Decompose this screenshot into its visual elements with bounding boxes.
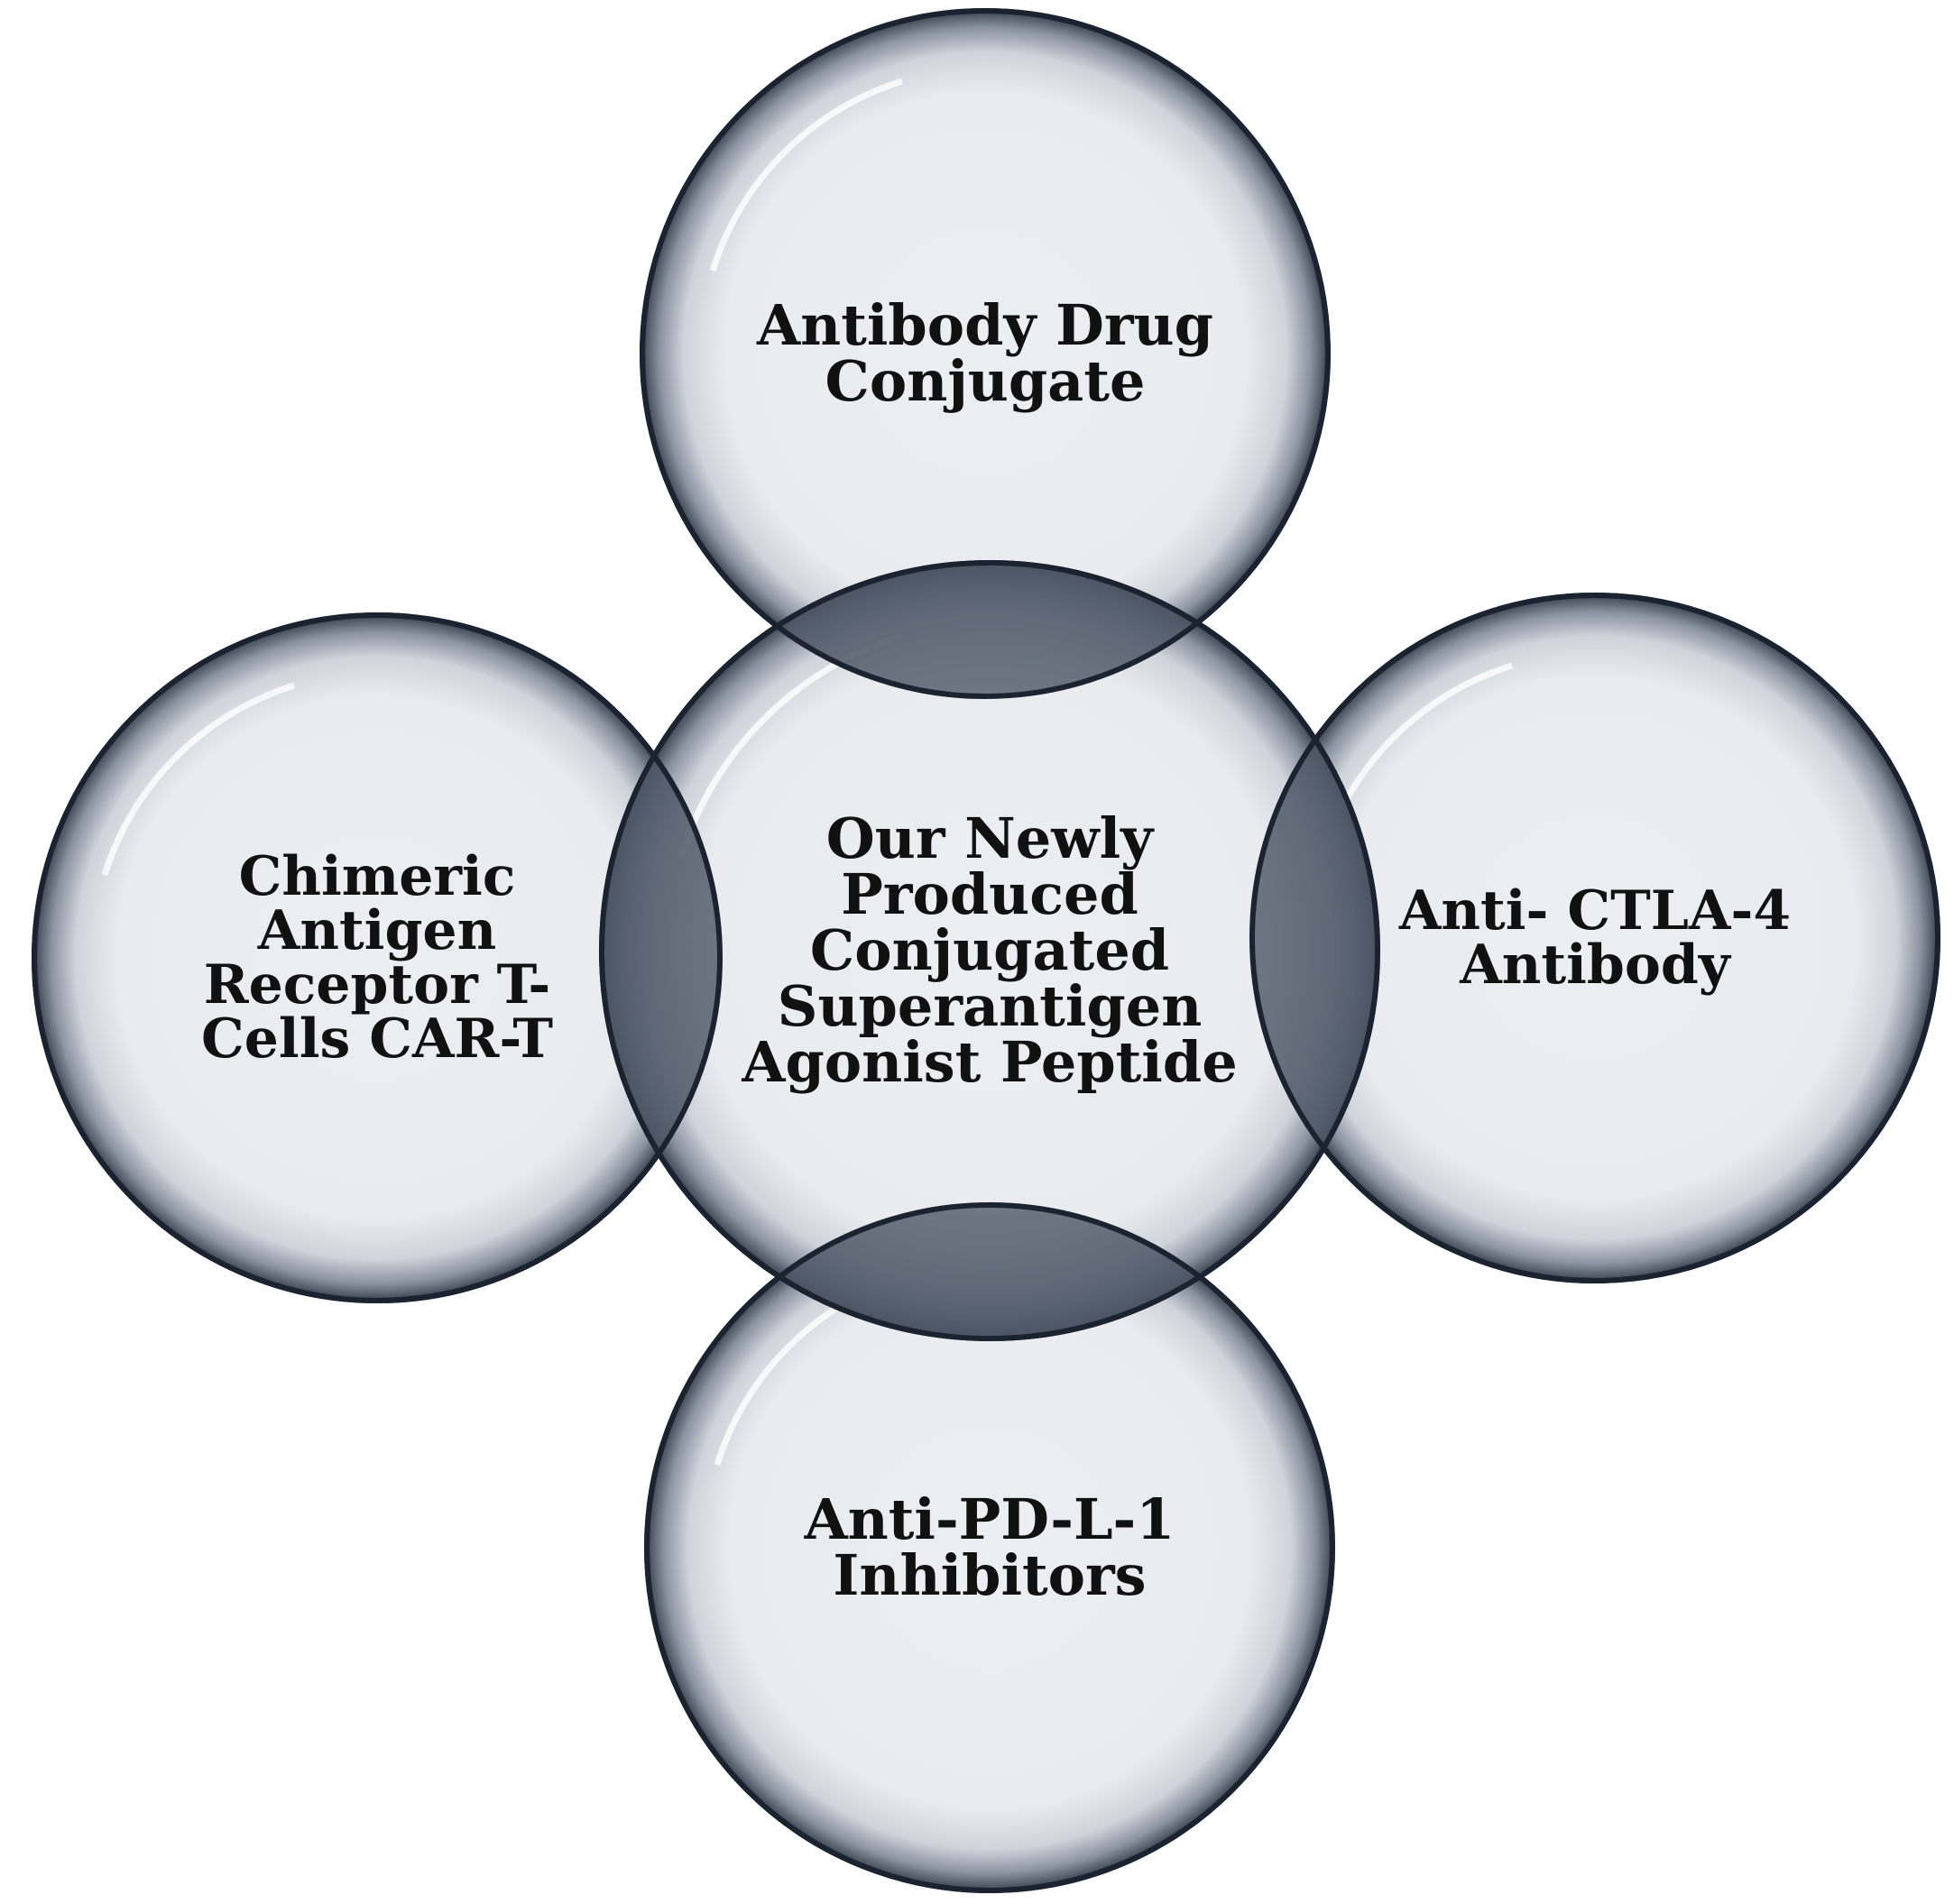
label-line: Antigen: [257, 899, 497, 962]
label-conjugated-superantigen-agonist-peptide: Our Newly Produced Conjugated Superantig…: [742, 811, 1237, 1090]
label-line: Anti- CTLA-4: [1398, 879, 1792, 943]
label-line: Antibody Drug: [757, 292, 1213, 358]
label-antibody-drug-conjugate: Antibody Drug Conjugate: [757, 298, 1213, 409]
label-line: Antibody: [1460, 934, 1730, 997]
label-line: Produced: [841, 861, 1138, 927]
label-line: Cells CAR-T: [201, 1007, 553, 1071]
label-line: Anti-PD-L-1: [804, 1486, 1175, 1552]
label-anti-ctla-4-antibody: Anti- CTLA-4 Antibody: [1399, 884, 1791, 992]
label-line: Receptor T-: [203, 953, 551, 1016]
label-line: Agonist Peptide: [742, 1029, 1238, 1095]
label-anti-pd-l-1-inhibitors: Anti-PD-L-1 Inhibitors: [805, 1492, 1175, 1604]
circle-outlines: [32, 8, 1940, 1893]
label-line: Conjugate: [825, 348, 1146, 414]
label-line: Our Newly: [825, 805, 1154, 871]
label-line: Inhibitors: [833, 1542, 1147, 1608]
label-line: Conjugated: [809, 917, 1170, 983]
label-line: Chimeric: [238, 845, 516, 908]
label-car-t-cells: Chimeric Antigen Receptor T- Cells CAR-T: [201, 850, 553, 1066]
label-line: Superantigen: [777, 973, 1203, 1039]
